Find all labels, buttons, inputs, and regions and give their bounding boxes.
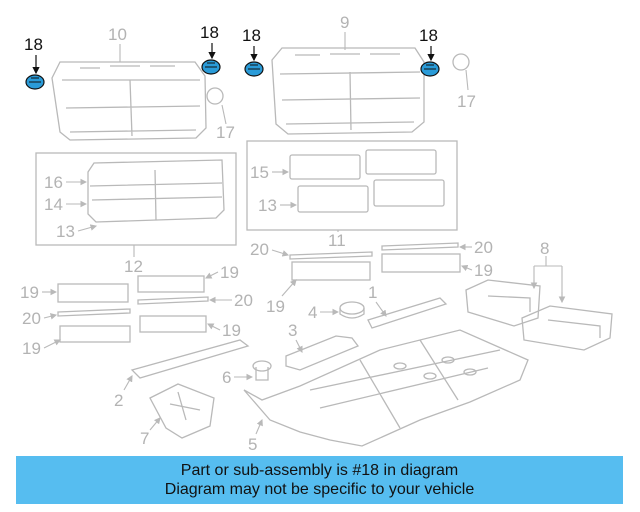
part-19-trim-panel-center: 19 [266, 261, 371, 316]
callout-number-18: 18 [24, 35, 43, 54]
callout-number-19: 19 [222, 321, 241, 340]
callout-number-20: 20 [250, 240, 269, 259]
callout-number-19: 19 [266, 297, 285, 316]
part-1-bracket: 1 [367, 283, 448, 329]
callout-number-18: 18 [419, 26, 438, 45]
banner-line-2: Diagram may not be specific to your vehi… [164, 481, 475, 498]
callout-number-8: 8 [540, 239, 549, 258]
callout-number-12: 12 [124, 257, 143, 276]
part-18-clip-d: 18 [419, 26, 440, 77]
part-9-rear-panel: 9 [271, 13, 425, 135]
callout-number-20: 20 [22, 309, 41, 328]
part-20-trim-strip-center: 20 [250, 240, 373, 260]
callout-number-17: 17 [457, 92, 476, 111]
callout-number-6: 6 [222, 368, 231, 387]
callout-number-13: 13 [258, 196, 277, 215]
callout-number-11: 11 [328, 231, 346, 250]
callout-number-2: 2 [114, 391, 123, 410]
callout-number-15: 15 [250, 163, 269, 182]
part-3-bracket: 3 [285, 321, 360, 371]
part-18-clip-c: 18 [242, 26, 264, 77]
part-4-cap: 4 [308, 301, 365, 322]
callout-number-20: 20 [234, 291, 253, 310]
callout-number-18: 18 [200, 23, 219, 42]
callout-number-14: 14 [44, 195, 63, 214]
callout-number-18: 18 [242, 26, 261, 45]
callout-number-19: 19 [20, 283, 39, 302]
callout-number-19: 19 [22, 339, 41, 358]
part-18-clip-a: 18 [24, 35, 45, 90]
callout-number-16: 16 [44, 173, 63, 192]
callout-number-1: 1 [368, 283, 377, 302]
callout-number-17: 17 [216, 123, 235, 142]
part-8-storage-bins: 8 [465, 239, 613, 351]
callout-number-4: 4 [308, 303, 317, 322]
callout-number-7: 7 [140, 429, 149, 448]
part-6-plug: 6 [222, 360, 272, 387]
part-18-clip-b: 18 [200, 23, 221, 75]
part-10-rear-panel: 10 [51, 25, 207, 141]
part-17-grommet-right: 17 [452, 53, 476, 111]
part-7-cover: 7 [140, 383, 215, 448]
banner-line-1: Part or sub-assembly is #18 in diagram [180, 462, 459, 479]
part-19-trim-panel-right: 19 [381, 253, 493, 280]
callout-number-20: 20 [474, 238, 493, 257]
callout-number-19: 19 [474, 261, 493, 280]
part-5-floor-pan: 5 [243, 329, 529, 454]
part-2-sill-rail: 2 [114, 339, 250, 410]
part-19-trim-panel-left-b: 19 [137, 263, 239, 293]
callout-number-13: 13 [56, 222, 75, 241]
group-box-12: 16 14 13 12 [35, 152, 237, 276]
part-20-trim-strip-right: 20 [381, 238, 493, 257]
callout-number-19: 19 [220, 263, 239, 282]
part-20-trim-strip-left-b: 20 [137, 291, 253, 310]
part-19-trim-panel-left-c: 19 [22, 325, 131, 358]
callout-number-5: 5 [248, 435, 257, 454]
info-banner: Part or sub-assembly is #18 in diagram D… [16, 456, 623, 504]
part-17-grommet-left: 17 [206, 87, 235, 142]
part-19-trim-panel-left-d: 19 [139, 315, 241, 340]
callout-number-10: 10 [108, 25, 127, 44]
group-box-11: 15 13 11 [246, 140, 458, 250]
part-20-trim-strip-left-a: 20 [22, 308, 131, 328]
callout-number-9: 9 [340, 13, 349, 32]
callout-number-3: 3 [288, 321, 297, 340]
part-19-trim-panel-left-a: 19 [20, 283, 129, 303]
